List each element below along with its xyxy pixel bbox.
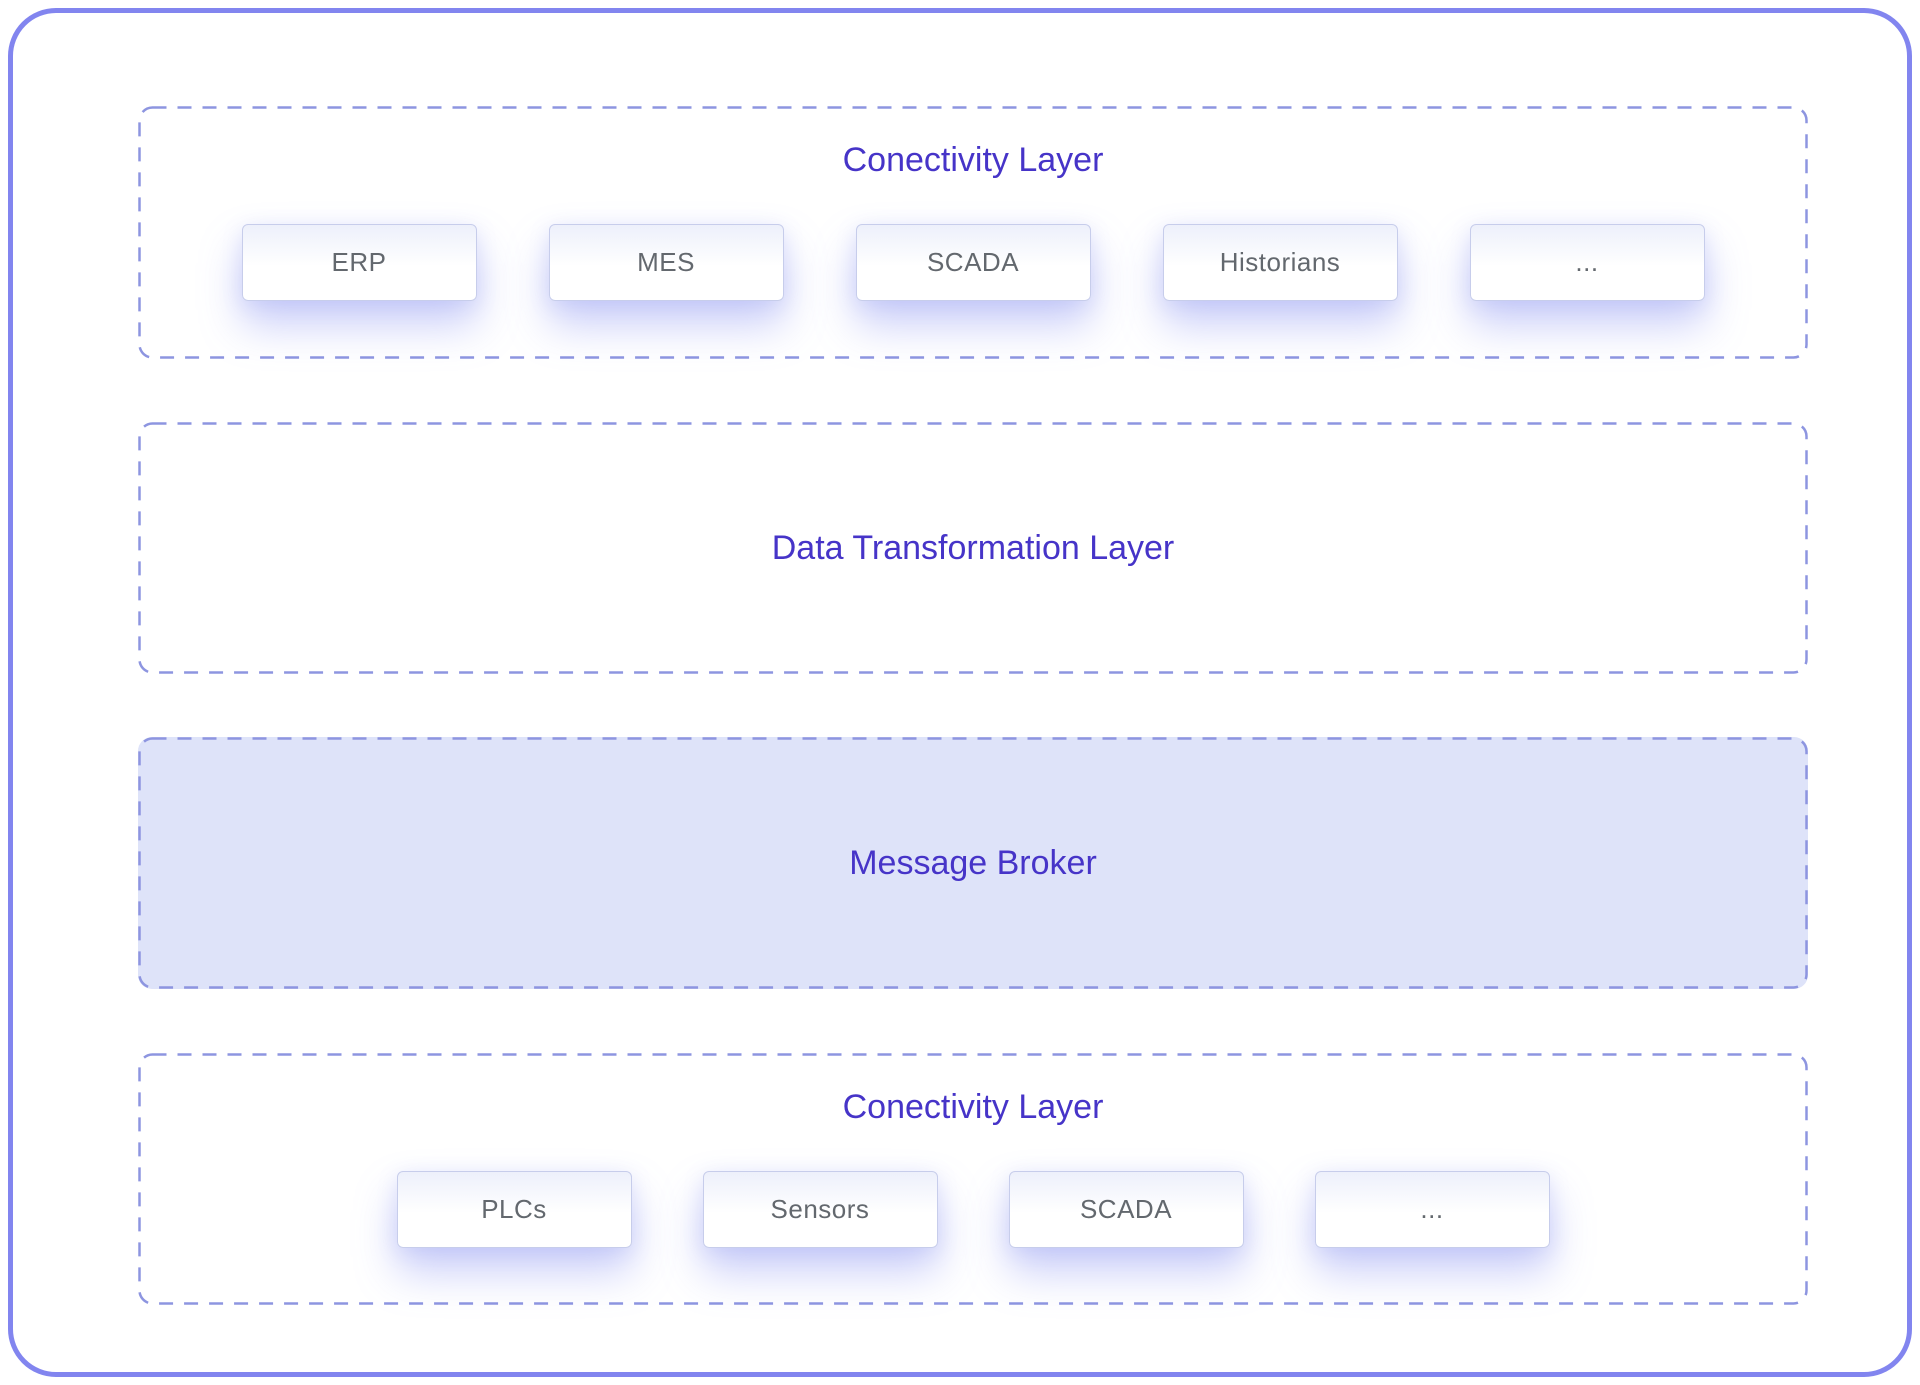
layer-message-broker: Message Broker (138, 737, 1808, 989)
nodes-row-top: ERP MES SCADA Historians ... (241, 224, 1705, 301)
layer-connectivity-bottom: Conectivity Layer PLCs Sensors SCADA ... (138, 1053, 1808, 1305)
node-ellipsis-top: ... (1469, 224, 1705, 301)
node-mes: MES (548, 224, 784, 301)
node-erp: ERP (241, 224, 477, 301)
node-ellipsis-bottom: ... (1314, 1171, 1550, 1248)
nodes-row-bottom: PLCs Sensors SCADA ... (396, 1171, 1550, 1248)
layer-connectivity-top: Conectivity Layer ERP MES SCADA Historia… (138, 106, 1808, 359)
node-scada: SCADA (855, 224, 1091, 301)
outer-frame: Conectivity Layer ERP MES SCADA Historia… (8, 8, 1912, 1377)
layer-title-connectivity-top: Conectivity Layer (842, 141, 1104, 179)
node-plcs: PLCs (396, 1171, 632, 1248)
node-scada-bottom: SCADA (1008, 1171, 1244, 1248)
layer-title-data-transformation: Data Transformation Layer (771, 529, 1175, 567)
layer-data-transformation: Data Transformation Layer (138, 422, 1808, 674)
node-sensors: Sensors (702, 1171, 938, 1248)
layer-title-connectivity-bottom: Conectivity Layer (842, 1088, 1104, 1126)
node-historians: Historians (1162, 224, 1398, 301)
layer-title-message-broker: Message Broker (849, 844, 1097, 882)
